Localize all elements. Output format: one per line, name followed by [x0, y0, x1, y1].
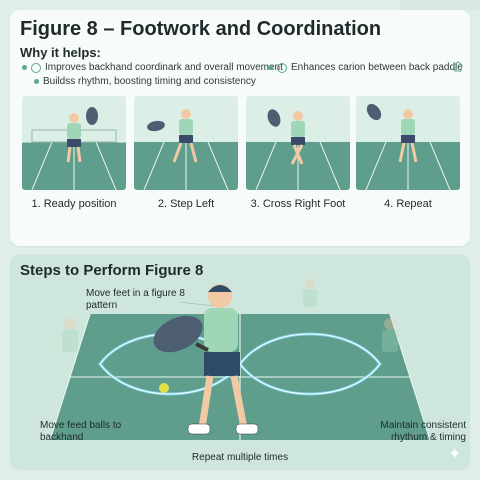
annotation-top: Move feet in a figure 8 pattern — [86, 288, 185, 311]
benefit-text: Improves backhand coordinark and overall… — [45, 62, 283, 73]
bullet-dot — [268, 65, 273, 70]
benefit-item: Buildss rhythm, boosting timing and cons… — [34, 76, 256, 87]
target-icon — [277, 62, 287, 73]
annotation-left: Move feed balls to backhand — [40, 420, 122, 443]
court-illustration — [49, 279, 431, 441]
bullet-dot — [34, 79, 39, 84]
step-label: 3. Cross Right Foot — [250, 198, 346, 210]
section-title: Steps to Perform Figure 8 — [20, 262, 204, 279]
step-illustration-ready — [22, 96, 126, 190]
benefit-item: Enhances carion between back paddle — [268, 62, 463, 73]
paddle-icon — [453, 61, 463, 72]
leaf-icon — [31, 62, 41, 73]
step-label: 2. Step Left — [157, 198, 215, 210]
sparkle-icon: ✦ — [448, 446, 462, 463]
benefit-text: Enhances carion between back paddle — [291, 62, 463, 73]
corner-strip — [400, 0, 480, 10]
why-label: Why it helps: — [20, 45, 101, 60]
step-illustration-repeat — [356, 96, 460, 190]
ball — [159, 383, 169, 393]
bullet-dot — [22, 65, 27, 70]
step-label: 4. Repeat — [384, 198, 432, 210]
page-title: Figure 8 – Footwork and Coordination — [20, 18, 382, 40]
benefit-text: Buildss rhythm, boosting timing and cons… — [43, 76, 256, 87]
annotation-right: Maintain consistent rhythum & timing — [380, 420, 466, 443]
step-illustration-cross-right — [246, 96, 350, 190]
benefit-item: Improves backhand coordinark and overall… — [22, 62, 283, 73]
annotation-bottom: Repeat multiple times — [191, 452, 289, 463]
step-illustration-step-left — [134, 96, 238, 190]
step-label: 1. Ready position — [31, 198, 117, 210]
bottom-card — [10, 254, 470, 470]
